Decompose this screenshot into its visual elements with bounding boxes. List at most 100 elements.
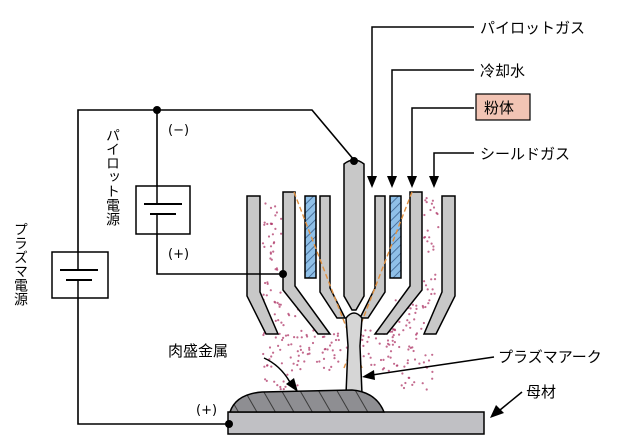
deposit-label: 肉盛金属 xyxy=(168,342,228,360)
powder-particle xyxy=(391,336,394,339)
coolant-channel-left xyxy=(304,195,317,279)
powder-particle xyxy=(290,369,294,372)
powder-particle xyxy=(279,348,282,351)
powder-particle xyxy=(274,319,277,322)
powder-particle xyxy=(296,350,299,353)
base-metal-plate xyxy=(227,411,485,435)
powder-particle xyxy=(263,223,266,226)
powder-particle xyxy=(296,384,299,387)
powder-particle xyxy=(437,226,440,229)
minus-terminal-label: (−) xyxy=(168,123,189,138)
powder-particle xyxy=(263,245,266,248)
plus-pilot-terminal-label: (+) xyxy=(168,247,189,262)
middle-nozzle-right xyxy=(373,191,423,335)
base-leader-line xyxy=(499,391,523,411)
powder-particle xyxy=(282,388,285,391)
weld-deposit-bead xyxy=(228,389,386,413)
plasma-power-label: プラズマ電源 xyxy=(12,222,28,306)
powder-particle xyxy=(382,358,385,361)
circuit-wires xyxy=(77,109,355,425)
powder-particle xyxy=(364,329,367,332)
powder-particle xyxy=(272,351,275,354)
plasma-arc-label: プラズマアーク xyxy=(498,348,602,366)
powder-particle xyxy=(422,306,425,309)
cooling-water-label: 冷却水 xyxy=(480,62,525,80)
powder-particle xyxy=(431,199,434,202)
powder-particle xyxy=(333,354,336,357)
powder-label: 粉体 xyxy=(484,99,514,117)
powder-particle xyxy=(408,345,411,348)
powder-particle xyxy=(329,344,332,347)
powder-particle xyxy=(408,313,411,316)
powder-particle xyxy=(392,334,395,337)
powder-particle xyxy=(434,273,437,276)
powder-particle xyxy=(337,360,340,363)
powder-particle xyxy=(299,345,302,348)
powder-particle xyxy=(425,388,428,391)
powder-particle xyxy=(394,299,397,302)
powder-particle xyxy=(409,346,412,349)
powder-particle xyxy=(306,353,309,356)
leader-lines xyxy=(371,26,474,178)
powder-particle xyxy=(280,362,283,365)
powder-particle xyxy=(402,386,406,390)
plasma-power-supply xyxy=(51,251,109,299)
powder-particle xyxy=(336,332,340,335)
deposit-arrowhead xyxy=(286,378,298,392)
powder-particle xyxy=(274,214,277,217)
powder-particle xyxy=(409,307,412,310)
powder-particle xyxy=(367,352,370,355)
powder-particle xyxy=(370,363,373,366)
plasma-arc-column xyxy=(345,312,363,395)
powder-particle xyxy=(426,240,429,243)
powder-particle xyxy=(331,349,334,352)
powder-particle xyxy=(387,369,390,372)
powder-particle xyxy=(393,341,396,344)
powder-particle xyxy=(432,245,435,248)
powder-particle xyxy=(264,202,267,205)
powder-particle xyxy=(278,332,281,335)
powder-particle xyxy=(414,311,417,314)
powder-particle xyxy=(274,336,277,339)
powder-particle xyxy=(275,267,278,270)
powder-particle xyxy=(287,343,290,346)
powder-particle xyxy=(433,278,437,281)
powder-particle xyxy=(418,362,421,365)
powder-particle xyxy=(337,338,340,342)
powder-particle xyxy=(412,349,415,353)
powder-particle xyxy=(297,354,300,357)
powder-particle xyxy=(294,315,297,318)
powder-particle xyxy=(265,294,268,297)
powder-particle xyxy=(278,303,281,306)
powder-particle xyxy=(392,328,395,331)
powder-particle xyxy=(430,278,433,281)
powder-particle xyxy=(429,208,432,212)
powder-particle xyxy=(362,344,365,347)
powder-particle xyxy=(275,211,278,214)
powder-particle xyxy=(424,284,428,287)
powder-particle xyxy=(323,335,326,338)
powder-particle xyxy=(411,303,414,306)
powder-particle xyxy=(405,324,408,327)
powder-particle xyxy=(288,314,291,317)
powder-particle xyxy=(401,372,404,375)
middle-nozzle-left xyxy=(282,191,332,335)
arrowheads xyxy=(367,176,439,188)
powder-particle xyxy=(305,333,308,337)
powder-particles xyxy=(261,197,440,391)
powder-particle xyxy=(279,303,282,306)
powder-particle xyxy=(400,384,403,387)
powder-particle xyxy=(413,358,417,361)
powder-particle xyxy=(426,229,429,232)
powder-particle xyxy=(415,332,419,335)
pilot-power-supply xyxy=(135,185,191,235)
powder-particle xyxy=(428,299,431,302)
powder-particle xyxy=(330,341,333,344)
powder-particle xyxy=(268,346,272,349)
powder-particle xyxy=(393,329,397,332)
powder-particle xyxy=(423,213,426,217)
powder-particle xyxy=(402,329,405,332)
junction-dots xyxy=(153,106,358,428)
powder-particle xyxy=(373,363,376,366)
